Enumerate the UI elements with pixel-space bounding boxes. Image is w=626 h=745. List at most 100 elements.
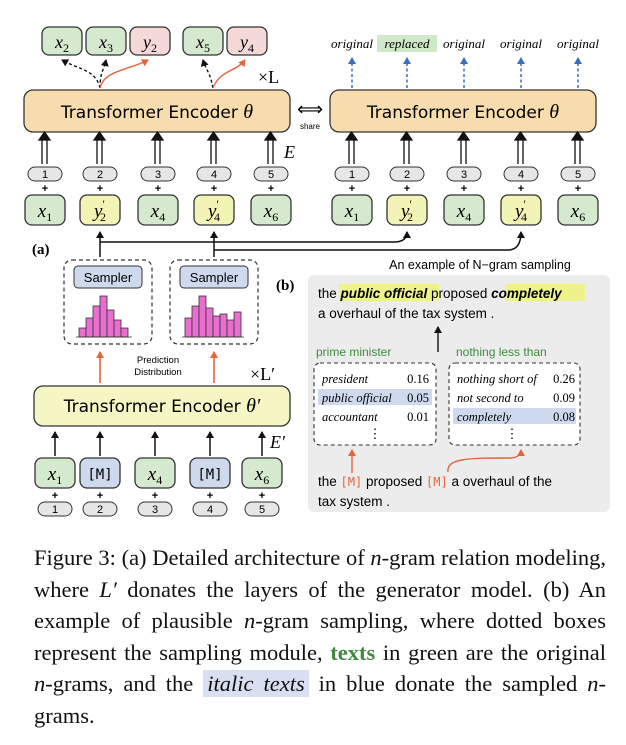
svg-text:5: 5 — [575, 169, 581, 181]
svg-text:x5: x5 — [195, 32, 210, 55]
output-token: x3 — [85, 26, 127, 56]
E-label-top: E — [283, 142, 295, 162]
histogram-1 — [76, 295, 132, 338]
svg-text:5: 5 — [259, 504, 265, 516]
vdots: ⋮ — [369, 426, 382, 441]
label-b: (b) — [276, 278, 294, 294]
embedding-arrows-top — [37, 130, 585, 164]
svg-text:x6: x6 — [570, 201, 585, 224]
svg-text:1: 1 — [42, 169, 48, 181]
caption-italic-texts: italic texts — [203, 670, 309, 697]
svg-text:+: + — [404, 183, 410, 195]
share-label: share — [300, 122, 321, 131]
svg-text:[M]: [M] — [197, 467, 222, 483]
svg-text:+: + — [52, 490, 58, 502]
output-token: x2 — [41, 26, 83, 56]
discriminator-inputs-right: x1 y′2 x4 y′4 x6 — [331, 194, 599, 226]
svg-text:[M]: [M] — [87, 467, 112, 483]
svg-text:x3: x3 — [98, 32, 113, 55]
svg-text:+: + — [211, 183, 217, 195]
svg-text:y′2: y′2 — [399, 197, 413, 224]
position-embeddings-top: 1 2 3 4 5 1 2 3 4 5 — [27, 166, 596, 182]
svg-text:x1: x1 — [47, 464, 62, 487]
candidate-word: public official — [321, 391, 392, 405]
svg-text:2: 2 — [404, 169, 410, 181]
left-output-tokens: x2 x3 y2 x5 y4 — [41, 26, 268, 56]
candidate-prob: 0.16 — [407, 372, 429, 386]
generator-input-arrows — [51, 431, 266, 456]
svg-text:+: + — [268, 183, 274, 195]
svg-text:Transformer Encoder θ′: Transformer Encoder θ′ — [63, 395, 261, 417]
candidate-word: completely — [457, 410, 512, 424]
candidate-prob: 0.09 — [553, 391, 575, 405]
svg-text:3: 3 — [155, 169, 161, 181]
candidate-prob: 0.26 — [553, 372, 575, 386]
vdots: ⋮ — [506, 426, 519, 441]
group-label-left: prime minister — [316, 345, 391, 359]
svg-text:4: 4 — [207, 504, 213, 516]
svg-text:+: + — [349, 183, 355, 195]
svg-text:x6: x6 — [254, 464, 269, 487]
candidate-word: not second to — [457, 391, 524, 405]
output-label: original — [557, 36, 599, 51]
svg-text:3: 3 — [461, 169, 467, 181]
svg-text:+: + — [575, 183, 581, 195]
svg-text:Transformer Encoder θ: Transformer Encoder θ — [366, 101, 559, 123]
svg-text:3: 3 — [152, 504, 158, 516]
output-token: y4 — [226, 26, 268, 56]
discriminator-output-arrows — [348, 57, 582, 88]
sampled-token-arrows — [96, 231, 525, 257]
candidate-prob: 0.05 — [407, 391, 429, 405]
svg-text:+: + — [97, 490, 103, 502]
transformer-encoder-generator: Transformer Encoder θ′ — [33, 385, 291, 427]
output-label: replaced — [385, 36, 430, 51]
svg-text:+: + — [152, 490, 158, 502]
svg-text:2: 2 — [97, 169, 103, 181]
svg-text:x1: x1 — [344, 201, 359, 224]
top-sentence-line2: a overhaul of the tax system . — [318, 306, 494, 321]
mask-arrows — [348, 449, 525, 473]
svg-text:Transformer Encoder θ: Transformer Encoder θ — [60, 101, 253, 123]
histogram-2 — [182, 295, 244, 338]
sampler-module-2: Sampler — [169, 259, 259, 345]
times-L-left: ×L — [258, 67, 279, 87]
svg-text:+: + — [42, 183, 48, 195]
generator-inputs: x1 [M] x4 [M] x6 — [34, 457, 283, 489]
svg-text:x6: x6 — [263, 201, 278, 224]
candidate-word: president — [321, 372, 369, 386]
svg-text:y′2: y′2 — [92, 197, 106, 224]
group-label-right: nothing less than — [456, 345, 547, 359]
candidate-word: nothing short of — [457, 372, 538, 386]
svg-text:x4: x4 — [150, 201, 165, 224]
svg-text:4: 4 — [211, 169, 217, 181]
svg-text:1: 1 — [52, 504, 58, 516]
share-arrow: ⟺ — [297, 99, 323, 120]
svg-text:+: + — [207, 490, 213, 502]
svg-text:5: 5 — [268, 169, 274, 181]
output-label: original — [331, 36, 373, 51]
svg-text:2: 2 — [97, 504, 103, 516]
output-label: original — [443, 36, 485, 51]
top-sentence: the public official proposed completely — [318, 286, 563, 301]
output-token: y2 — [129, 26, 171, 56]
svg-text:x2: x2 — [54, 32, 69, 55]
discriminator-inputs-left: x1 y′2 x4 y′4 x6 — [24, 194, 292, 226]
svg-text:+: + — [155, 183, 161, 195]
prediction-arrows-red — [96, 351, 218, 383]
sampler-module-1: Sampler — [63, 259, 153, 345]
example-title: An example of N−gram sampling — [389, 258, 571, 272]
prediction-arrows — [61, 59, 246, 89]
sampler-label: Sampler — [190, 270, 239, 285]
caption-texts-green: texts — [330, 639, 376, 665]
svg-text:y′4: y′4 — [206, 197, 220, 224]
example-panel: the public official proposed completely … — [308, 275, 610, 512]
svg-text:4: 4 — [518, 169, 524, 181]
plus-signs-bottom: +++++ — [52, 490, 265, 502]
plus-signs-top: +++++ +++++ — [42, 183, 581, 195]
output-label: original — [500, 36, 542, 51]
candidate-prob: 0.01 — [407, 410, 429, 424]
svg-text:y4: y4 — [238, 32, 254, 55]
right-output-labels: original replaced original original orig… — [331, 35, 599, 52]
